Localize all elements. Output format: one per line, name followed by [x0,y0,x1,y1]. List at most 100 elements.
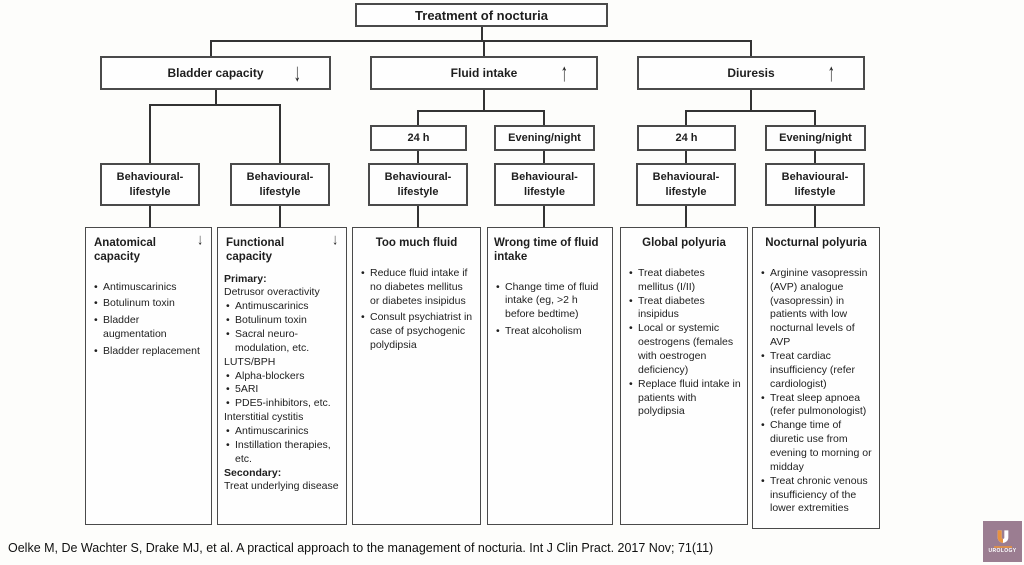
connector-line [685,110,687,125]
time-box-diuresis-24h: 24 h [637,125,736,151]
bullet-icon: • [226,438,230,451]
bullet-item: •Botulinum toxin [94,297,175,310]
connector-line [814,150,816,164]
connector-line [685,205,687,228]
detail-title: Global polyuria [642,237,726,249]
detail-box-anatomical-capacity: Anatomical capacity ↓ •Antimuscarinics •B… [85,227,212,525]
branch-label: Bladder capacity [167,66,264,80]
bullet-item: •Change time of diuretic use from evenin… [761,419,872,473]
bullet-icon: • [761,349,765,362]
detail-title: Nocturnal polyuria [765,237,867,249]
bullet-icon: • [361,311,365,324]
detail-body: •Treat diabetes mellitus (I/II)•Treat di… [627,267,741,419]
bullet-item: •Alpha-blockers [226,369,305,382]
up-arrow-icon: ↑ [560,58,568,87]
connector-line [543,150,545,164]
bullet-item: •Reduce fluid intake if no diabetes mell… [361,266,468,307]
detail-body: •Reduce fluid intake if no diabetes mell… [359,267,474,353]
bullet-icon: • [629,377,633,390]
bullet-icon: • [761,391,765,404]
bullet-icon: • [226,369,230,382]
behavioural-box-6: Behavioural- lifestyle [765,163,865,206]
detail-box-global-polyuria: Global polyuria •Treat diabetes mellitus… [620,227,748,525]
bullet-item: •Sacral neuro-modulation, etc. [226,328,310,354]
behavioural-label: lifestyle [665,185,707,198]
connector-line [210,40,752,42]
detail-box-functional-capacity: Functional capacity ↓ Primary:Detrusor o… [217,227,347,525]
text-line: Treat underlying disease [224,480,339,493]
bullet-item: •Local or systemic oestrogens (females w… [629,322,734,376]
behavioural-label: Behavioural- [384,170,452,183]
detail-body: •Arginine vasopressin (AVP) analogue (va… [759,267,873,516]
time-box-fluid-evening: Evening/night [494,125,595,151]
bullet-item: •Antimuscarinics [94,280,177,293]
bullet-icon: • [629,322,633,335]
bullet-icon: • [496,325,500,338]
bullet-item: •Replace fluid intake in patients with p… [629,377,741,418]
bullet-icon: • [496,280,500,293]
connector-line [481,26,483,41]
down-arrow-icon: ↓ [197,232,203,249]
bullet-icon: • [94,345,98,358]
diagram-title-box: Treatment of nocturia [355,3,608,27]
bullet-item: •Change time of fluid intake (eg, >2 h b… [496,280,599,321]
bullet-item: •5ARI [226,383,259,396]
behavioural-label: Behavioural- [116,170,184,183]
time-label: 24 h [675,132,698,144]
bullet-item: •Bladder replacement [94,345,200,358]
urology-logo: UROLOGY [983,521,1022,562]
behavioural-label: lifestyle [259,185,301,198]
detail-title: Anatomical capacity [94,237,156,263]
detail-title: Functional capacity [226,237,285,263]
bullet-item: •Treat cardiac insufficiency (refer card… [761,349,856,390]
branch-fluid-intake: Fluid intake ↑ [370,56,598,90]
detail-body: •Antimuscarinics •Botulinum toxin •Bladder… [92,281,205,359]
behavioural-label: lifestyle [397,185,439,198]
text-line: Primary: [224,272,267,285]
behavioural-label: Behavioural- [246,170,314,183]
connector-line [483,40,485,57]
bullet-icon: • [226,383,230,396]
connector-line [149,104,151,163]
bullet-icon: • [761,266,765,279]
connector-line [417,110,419,125]
connector-line [685,110,816,112]
bullet-item: •Treat alcoholism [496,325,582,338]
detail-title: Wrong time of fluid intake [494,237,599,263]
connector-line [210,40,212,57]
connector-line [750,89,752,112]
bullet-item: •Botulinum toxin [226,314,307,327]
bullet-item: •Arginine vasopressin (AVP) analogue (va… [761,266,868,349]
bullet-item: •Treat diabetes mellitus (I/II) [629,266,705,293]
bullet-item: •Antimuscarinics [226,425,309,438]
branch-diuresis: Diuresis ↑ [637,56,865,90]
behavioural-label: Behavioural- [511,170,578,183]
detail-body: Primary:Detrusor overactivity•Antimuscar… [224,273,340,495]
connector-line [543,110,545,125]
branch-bladder-capacity: Bladder capacity ↓ [100,56,331,90]
bullet-item: •Antimuscarinics [226,300,309,313]
connector-line [685,150,687,164]
down-arrow-icon: ↓ [293,58,301,87]
bullet-icon: • [361,266,365,279]
down-arrow-icon: ↓ [332,232,338,249]
bullet-icon: • [94,297,98,310]
up-arrow-icon: ↑ [827,58,835,87]
bullet-icon: • [761,419,765,432]
bullet-item: •Instillation therapies, etc. [226,438,331,465]
connector-line [417,205,419,228]
text-line: Interstitial cystitis [224,411,304,424]
diagram-title: Treatment of nocturia [415,7,548,23]
connector-line [750,40,752,57]
bullet-icon: • [226,314,230,327]
behavioural-label: Behavioural- [652,170,720,183]
bullet-icon: • [226,397,230,410]
connector-line [417,150,419,164]
text-line: Detrusor overactivity [224,286,320,299]
connector-line [149,104,281,106]
text-line: LUTS/BPH [224,355,276,368]
branch-label: Fluid intake [450,66,518,80]
branch-label: Diuresis [727,66,775,80]
connector-line [279,104,281,163]
